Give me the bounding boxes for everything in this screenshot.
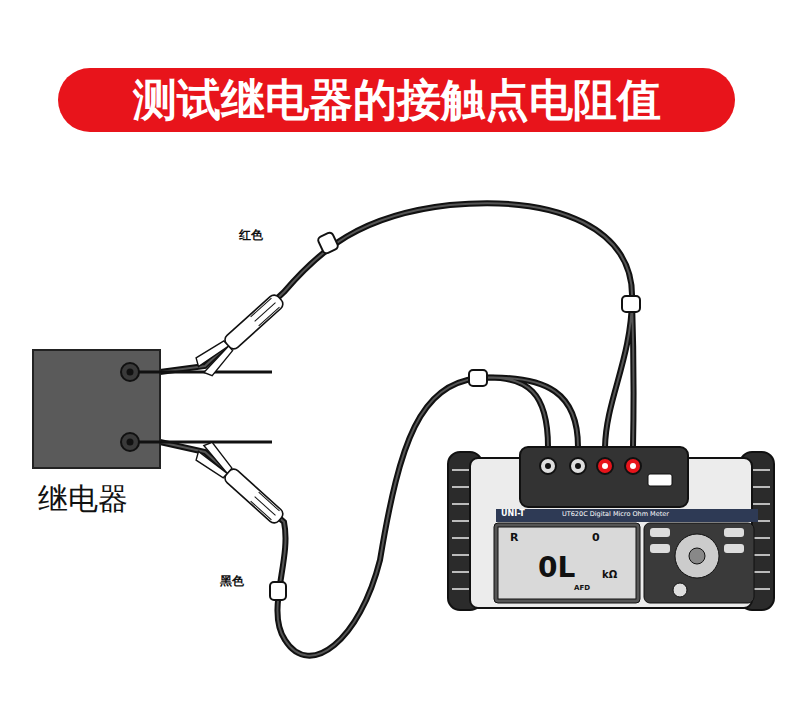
power-button xyxy=(673,583,687,597)
button xyxy=(650,544,670,553)
cable-tie xyxy=(469,370,487,386)
lcd-frame xyxy=(494,523,640,603)
cable-color-label: 红色 xyxy=(237,228,265,243)
jack xyxy=(597,458,613,474)
relay-box xyxy=(33,350,160,468)
lead xyxy=(130,441,272,444)
unit: kΩ xyxy=(602,569,617,580)
title-band: 测试继电器的接触点电阻值 xyxy=(58,68,735,132)
mode-indicator: R xyxy=(510,532,518,544)
jack xyxy=(602,463,608,469)
jack xyxy=(625,458,641,474)
test-cable xyxy=(160,203,634,447)
jack xyxy=(575,463,581,469)
cable-outline xyxy=(160,378,578,656)
terminal xyxy=(121,363,139,381)
jack-panel xyxy=(520,447,688,507)
title: 测试继电器的接触点电阻值 xyxy=(133,76,661,124)
keypad xyxy=(644,523,754,603)
terminal xyxy=(121,433,139,451)
kelvin-clip xyxy=(193,440,288,529)
lcd-display: R 0 0L kΩ AFD xyxy=(498,527,636,599)
relay-box: 继电器 xyxy=(33,350,160,468)
lcd-screen xyxy=(498,527,636,599)
jack xyxy=(545,463,551,469)
button xyxy=(724,544,744,553)
jack xyxy=(540,458,556,474)
reading: 0L xyxy=(538,553,575,584)
cable-tie xyxy=(270,582,286,600)
button xyxy=(724,528,744,537)
range-digit: 0 xyxy=(592,532,600,544)
cable-color-label: 黑色 xyxy=(218,574,246,589)
micro-ohm-meter: UNI-T UT620C Digital Micro Ohm MeterR 0 0L k… xyxy=(447,447,775,612)
test-cable xyxy=(160,378,578,656)
terminal xyxy=(127,439,134,446)
cable-core xyxy=(160,378,578,656)
cable-tie xyxy=(622,296,640,312)
brand-name: UNI-T xyxy=(501,510,525,519)
jack xyxy=(570,458,586,474)
d-pad xyxy=(675,534,719,578)
button xyxy=(650,528,670,537)
status-indicator: AFD xyxy=(574,585,590,593)
jack xyxy=(630,463,636,469)
model-name: UT620C Digital Micro Ohm Meter xyxy=(562,511,669,518)
relay-name: 继电器 xyxy=(38,482,128,515)
cable-outline xyxy=(160,203,634,447)
terminal xyxy=(127,369,134,376)
cable-core xyxy=(160,203,634,447)
d-pad xyxy=(689,548,705,564)
usb-port xyxy=(648,474,672,486)
cable-tie xyxy=(317,231,339,254)
label-strip xyxy=(496,509,758,522)
kelvin-clip xyxy=(193,290,288,379)
lead xyxy=(130,371,272,374)
